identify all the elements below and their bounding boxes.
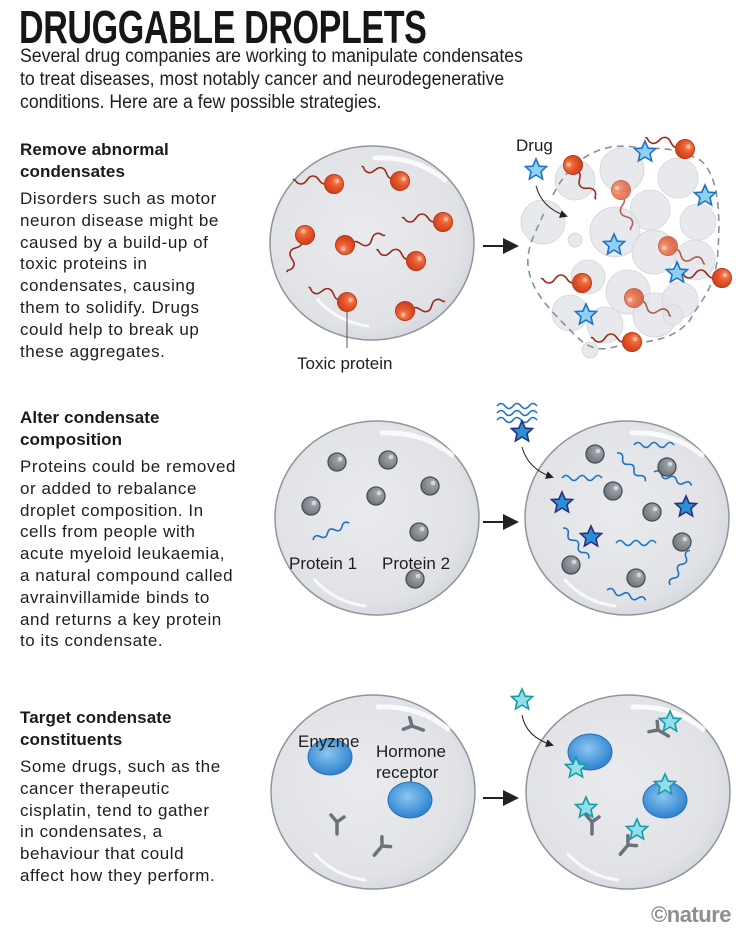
body-line: cisplatin, tend to gather — [20, 800, 210, 820]
toxic-protein — [540, 272, 593, 294]
protein-2 — [657, 457, 677, 477]
intro-text: Several drug companies are working to ma… — [20, 45, 561, 114]
protein-2 — [626, 568, 646, 588]
drug-arrow — [521, 714, 554, 748]
enzyme — [387, 781, 433, 819]
body-line: them to solidify. Drugs — [20, 297, 200, 317]
section-body: Some drugs, such as the cancer therapeut… — [20, 756, 270, 887]
protein-1 — [496, 409, 538, 417]
label-hormone: Hormone — [376, 742, 446, 761]
droplet-targeted — [525, 694, 731, 890]
body-line: Disorders such as motor — [20, 189, 217, 208]
protein-2 — [642, 502, 662, 522]
section-heading: Remove abnormal condensates — [20, 139, 270, 183]
enzyme — [567, 733, 613, 771]
section-heading: Alter condensate composition — [20, 407, 270, 451]
body-line: could help to break up — [20, 319, 200, 339]
compound-with-protein — [496, 402, 538, 442]
protein-2 — [585, 444, 605, 464]
body-line: avrainvillamide binds to — [20, 587, 210, 607]
protein-2 — [420, 476, 440, 496]
body-line: a natural compound called — [20, 565, 234, 585]
body-line: Some drugs, such as the — [20, 757, 221, 776]
body-line: acute myeloid leukaemia, — [20, 544, 226, 564]
protein-1 — [496, 416, 538, 424]
body-line: or added to rebalance — [20, 478, 197, 498]
label-protein-2: Protein 2 — [382, 554, 450, 573]
compound-arrow — [521, 446, 554, 479]
label-enzyme: Enyzme — [298, 732, 359, 751]
intro-line: Several drug companies are working to ma… — [20, 46, 523, 67]
body-line: affect how they perform. — [20, 865, 216, 885]
protein-2 — [603, 481, 623, 501]
section-remove-abnormal: Remove abnormal condensates Disorders suc… — [20, 139, 270, 362]
body-line: behaviour that could — [20, 844, 185, 864]
drug-star-icon — [510, 688, 534, 710]
body-line: toxic proteins in — [20, 254, 148, 274]
body-line: in condensates, a — [20, 822, 163, 842]
label-protein-1: Protein 1 — [289, 554, 357, 573]
body-line: cells from people with — [20, 522, 196, 542]
body-line: condensates, causing — [20, 276, 196, 296]
label-receptor: receptor — [376, 763, 439, 782]
section-target-constituents: Target condensate constituents Some drugs… — [20, 707, 270, 887]
body-line: to its condensate. — [20, 631, 164, 651]
label-drug: Drug — [516, 136, 553, 155]
body-line: caused by a build-up of — [20, 232, 209, 252]
drug-arrow — [535, 185, 568, 218]
protein-2 — [378, 450, 398, 470]
section-alter-composition: Alter condensate composition Proteins cou… — [20, 407, 270, 652]
droplet-rebalanced — [524, 420, 730, 616]
drug-star-icon — [693, 184, 717, 206]
body-line: Proteins could be removed — [20, 457, 236, 476]
protein-2 — [672, 532, 692, 552]
heading-line: Target condensate — [20, 708, 172, 727]
body-line: cancer therapeutic — [20, 778, 170, 798]
droplet-constituents — [270, 694, 476, 890]
drug-star-icon — [524, 158, 548, 180]
body-line: neuron disease might be — [20, 210, 219, 230]
protein-2 — [561, 555, 581, 575]
body-line: and returns a key protein — [20, 609, 222, 629]
intro-line: conditions. Here are a few possible stra… — [20, 92, 382, 113]
section-body: Disorders such as motor neuron disease m… — [20, 188, 270, 362]
droplet-dispersed — [520, 147, 717, 359]
intro-line: to treat diseases, most notably cancer a… — [20, 69, 505, 90]
heading-line: Alter condensate — [20, 408, 160, 427]
body-line: droplet composition. In — [20, 500, 204, 520]
page-title: DRUGGABLE DROPLETS — [19, 1, 427, 53]
protein-2 — [301, 496, 321, 516]
heading-line: condensates — [20, 162, 126, 181]
protein-2 — [366, 486, 386, 506]
heading-line: constituents — [20, 730, 123, 749]
body-line: these aggregates. — [20, 341, 166, 361]
label-toxic-protein: Toxic protein — [297, 354, 392, 373]
protein-2 — [327, 452, 347, 472]
protein-1 — [496, 402, 538, 410]
enzyme — [307, 738, 353, 776]
section-heading: Target condensate constituents — [20, 707, 270, 751]
compound-star-icon — [510, 420, 534, 442]
section-body: Proteins could be removed or added to re… — [20, 456, 270, 652]
nature-logo: ©nature — [651, 902, 731, 927]
heading-line: Remove abnormal — [20, 140, 169, 159]
heading-line: composition — [20, 430, 123, 449]
droplet-imbalanced — [274, 420, 480, 616]
protein-2 — [409, 522, 429, 542]
